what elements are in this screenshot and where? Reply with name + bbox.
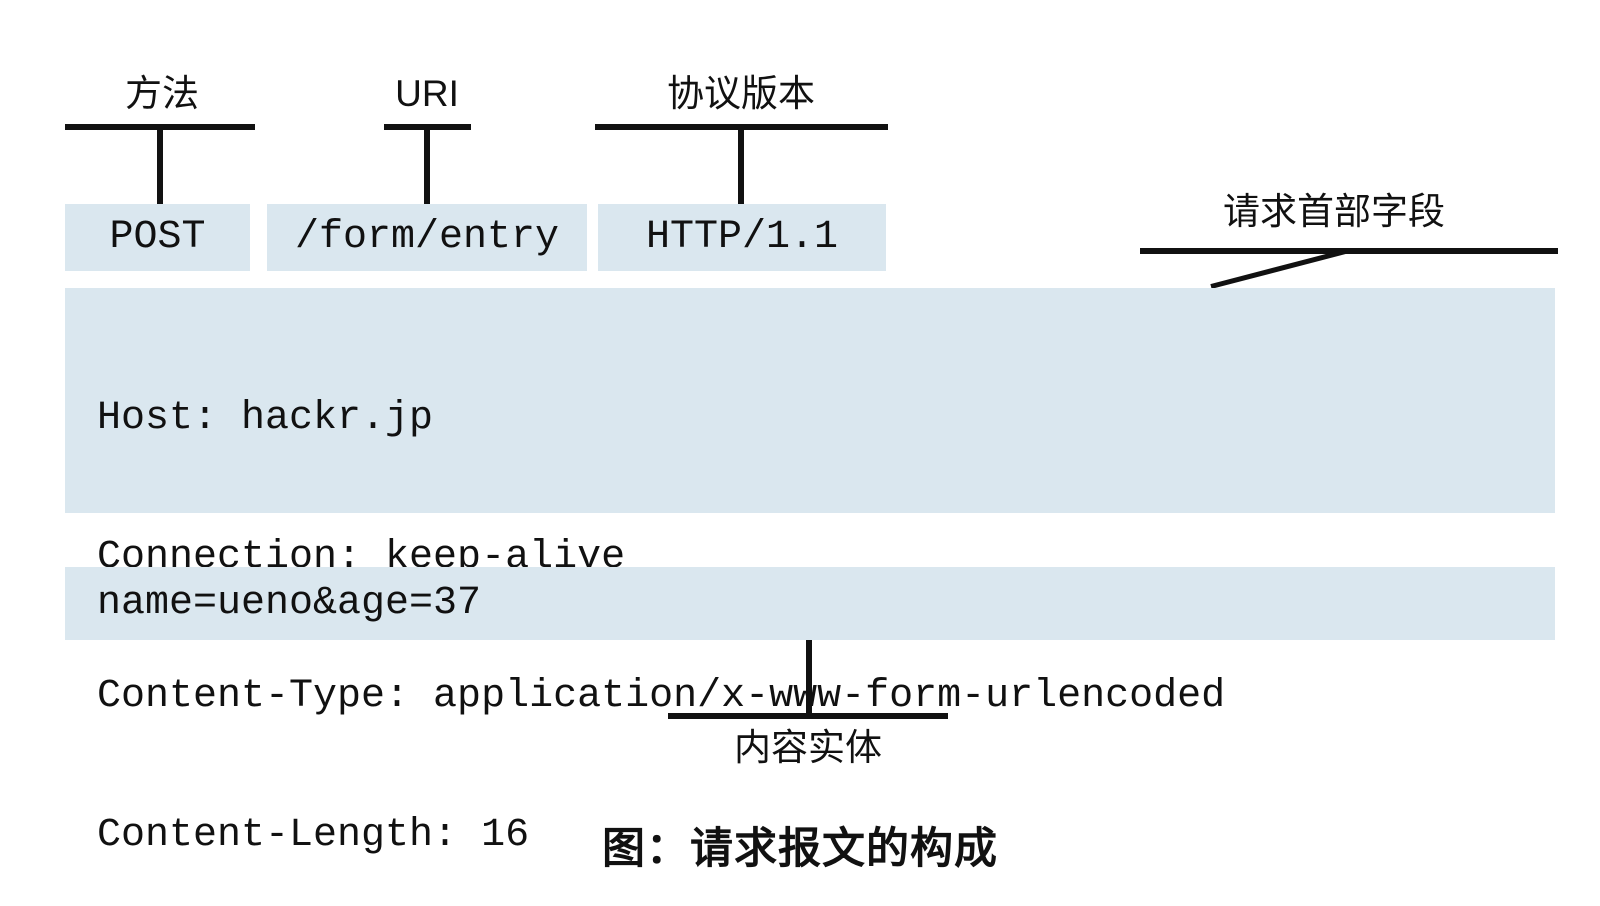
method-label: 方法 bbox=[125, 73, 199, 114]
protocol-version-box: HTTP/1.1 bbox=[598, 204, 886, 271]
header-line-content-type: Content-Type: application/x-www-form-url… bbox=[97, 674, 1226, 719]
method-stem-line bbox=[157, 127, 163, 205]
uri-label: URI bbox=[395, 73, 459, 114]
headers-box: Host: hackr.jp Connection: keep-alive Co… bbox=[65, 288, 1555, 858]
protocol-version-label: 协议版本 bbox=[667, 73, 815, 114]
uri-box: /form/entry bbox=[267, 204, 587, 271]
request-header-fields-underline bbox=[1140, 248, 1558, 254]
entity-body-label: 内容实体 bbox=[734, 727, 882, 768]
header-line-content-length: Content-Length: 16 bbox=[97, 813, 530, 858]
body-content: name=ueno&age=37 bbox=[97, 581, 482, 626]
request-header-fields-label: 请求首部字段 bbox=[1223, 191, 1445, 232]
body-bracket-line bbox=[668, 713, 948, 719]
body-box: name=ueno&age=37 bbox=[65, 567, 1555, 640]
header-line-host: Host: hackr.jp bbox=[97, 396, 434, 441]
protocol-version-stem-line bbox=[738, 127, 744, 205]
figure-caption: 图：请求报文的构成 bbox=[602, 825, 998, 873]
body-stem-line bbox=[806, 640, 812, 716]
request-header-fields-pointer-line bbox=[1210, 249, 1347, 289]
method-box: POST bbox=[65, 204, 250, 271]
protocol-version-value: HTTP/1.1 bbox=[645, 215, 839, 260]
uri-stem-line bbox=[424, 127, 430, 205]
method-value: POST bbox=[109, 215, 206, 260]
uri-value: /form/entry bbox=[294, 215, 560, 260]
header-line-connection: Connection: keep-alive bbox=[97, 535, 626, 580]
